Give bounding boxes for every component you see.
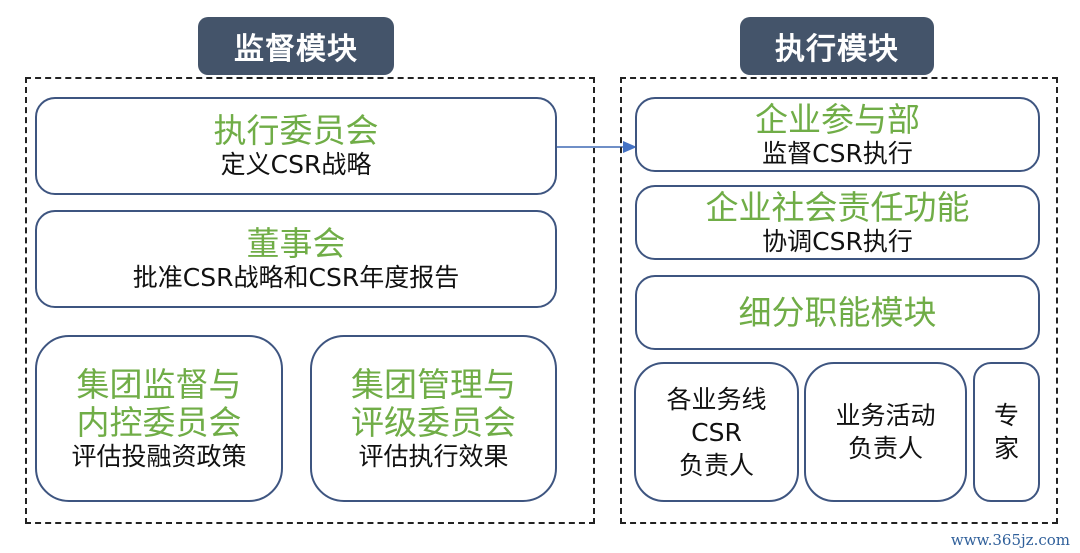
csr-function-desc: 协调CSR执行	[762, 226, 913, 256]
board-desc: 批准CSR战略和CSR年度报告	[132, 263, 460, 292]
expert-line-2: 家	[993, 434, 1019, 463]
csr-function-title: 企业社会责任功能	[705, 187, 970, 227]
board-title: 董事会	[246, 224, 346, 263]
csr-function-box: 企业社会责任功能 协调CSR执行	[635, 185, 1040, 260]
management-committee-desc: 评估执行效果	[358, 441, 509, 471]
functional-modules-title: 细分职能模块	[738, 292, 937, 332]
corporate-engagement-desc: 监督CSR执行	[762, 138, 913, 168]
management-rating-committee-box: 集团管理与 评级委员会 评估执行效果	[310, 335, 557, 502]
executive-committee-desc: 定义CSR战略	[220, 150, 372, 179]
supervision-module-title: 监督模块	[198, 17, 394, 75]
connector-arrow	[557, 141, 637, 153]
management-committee-title-line-1: 集团管理与	[351, 364, 516, 404]
connector-arrow-head	[623, 141, 637, 153]
executive-committee-title: 执行委员会	[213, 111, 379, 150]
supervision-module-frame	[25, 77, 595, 524]
execution-module-frame	[620, 77, 1058, 524]
supervision-internal-control-committee-box: 集团监督与 内控委员会 评估投融资政策	[35, 335, 283, 502]
business-line-line-3: 负责人	[678, 450, 754, 480]
supervision-committee-title-line-2: 内控委员会	[76, 402, 242, 442]
corporate-engagement-box: 企业参与部 监督CSR执行	[635, 97, 1040, 172]
expert-line-1: 专	[993, 401, 1019, 430]
board-box: 董事会 批准CSR战略和CSR年度报告	[35, 210, 557, 308]
business-line-csr-lead-box: 各业务线 CSR 负责人	[634, 362, 799, 502]
supervision-committee-desc: 评估投融资政策	[71, 441, 247, 471]
business-line-line-2: CSR	[691, 417, 742, 447]
management-committee-title-line-2: 评级委员会	[351, 402, 516, 442]
functional-modules-box: 细分职能模块	[635, 275, 1040, 350]
executive-committee-box: 执行委员会 定义CSR战略	[35, 97, 557, 195]
business-activity-line-2: 负责人	[847, 434, 923, 463]
execution-module-title: 执行模块	[740, 17, 934, 75]
watermark: www.365jz.com	[950, 531, 1070, 549]
expert-box: 专 家	[973, 362, 1040, 502]
business-activity-lead-box: 业务活动 负责人	[804, 362, 967, 502]
business-line-line-1: 各业务线	[666, 384, 767, 414]
business-activity-line-1: 业务活动	[835, 401, 936, 430]
corporate-engagement-title: 企业参与部	[755, 99, 920, 139]
supervision-committee-title-line-1: 集团监督与	[76, 364, 242, 404]
